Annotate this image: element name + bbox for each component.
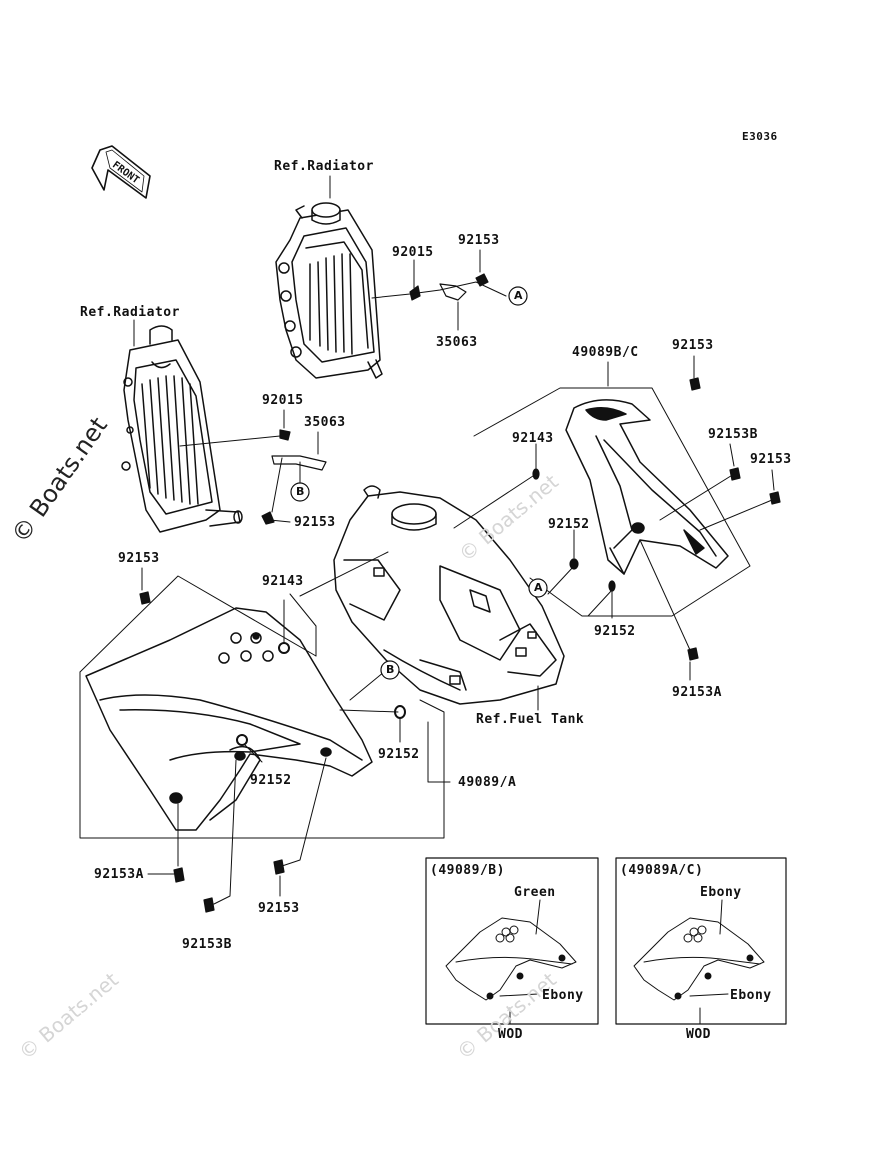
callout-b-left — [290, 482, 310, 502]
callout-a-right — [528, 578, 548, 598]
variant-shroud-2 — [633, 899, 765, 1025]
label-92153-bottom: 92153 — [258, 901, 300, 916]
shroud-right-illustration — [565, 399, 729, 575]
label-92143-left: 92143 — [262, 574, 304, 589]
label-92153-left-top: 92153 — [118, 551, 160, 566]
fuel-tank-illustration — [333, 485, 565, 705]
variant-2-footer: WOD — [686, 1027, 711, 1042]
variant-2-color-top: Ebony — [700, 885, 742, 900]
callout-b-left-letter: B — [296, 485, 305, 498]
label-92152-left: 92152 — [250, 773, 292, 788]
variant-1-footer: WOD — [498, 1027, 523, 1042]
label-92152-right-upper: 92152 — [548, 517, 590, 532]
radiator-top-illustration — [275, 202, 383, 379]
label-92153-bc: 92153 — [672, 338, 714, 353]
label-92153-top: 92153 — [458, 233, 500, 248]
diagram-code: E3036 — [742, 130, 778, 143]
label-92143-right: 92143 — [512, 431, 554, 446]
label-92152-right-lower: 92152 — [594, 624, 636, 639]
label-35063-left: 35063 — [304, 415, 346, 430]
label-92015-top: 92015 — [392, 245, 434, 260]
variant-shroud-1 — [445, 899, 577, 1025]
callout-a-top-letter: A — [514, 289, 524, 302]
radiator-left-illustration — [121, 325, 243, 533]
label-35063-top: 35063 — [436, 335, 478, 350]
label-ref-radiator-left: Ref.Radiator — [80, 305, 180, 320]
label-49089a: 49089/A — [458, 775, 517, 790]
callouts — [290, 286, 548, 680]
leader-lines — [79, 175, 775, 905]
label-92152-center: 92152 — [378, 747, 420, 762]
label-92153-far-right: 92153 — [750, 452, 792, 467]
variant-1-code: (49089/B) — [430, 863, 505, 878]
callout-a-right-letter: A — [534, 581, 544, 594]
variant-1-color-bottom: Ebony — [542, 988, 584, 1003]
variant-2-code: (49089A/C) — [620, 863, 704, 878]
label-92153a-left: 92153A — [94, 867, 144, 882]
shroud-left-illustration — [85, 607, 373, 831]
front-arrow-icon: FRONT — [91, 145, 151, 199]
label-92153b-right: 92153B — [708, 427, 758, 442]
label-92153a-right: 92153A — [672, 685, 722, 700]
label-ref-fuel-tank: Ref.Fuel Tank — [476, 712, 585, 727]
label-92153b-bottom: 92153B — [182, 937, 232, 952]
callout-a-top — [508, 286, 528, 306]
label-49089bc: 49089B/C — [572, 345, 639, 360]
callout-b-center-letter: B — [386, 663, 395, 676]
label-ref-radiator-top: Ref.Radiator — [274, 159, 374, 174]
callout-b-center — [380, 660, 400, 680]
variant-2-color-bottom: Ebony — [730, 988, 772, 1003]
variant-1-color-top: Green — [514, 885, 556, 900]
label-92015-left: 92015 — [262, 393, 304, 408]
label-92153-left-bolt: 92153 — [294, 515, 336, 530]
